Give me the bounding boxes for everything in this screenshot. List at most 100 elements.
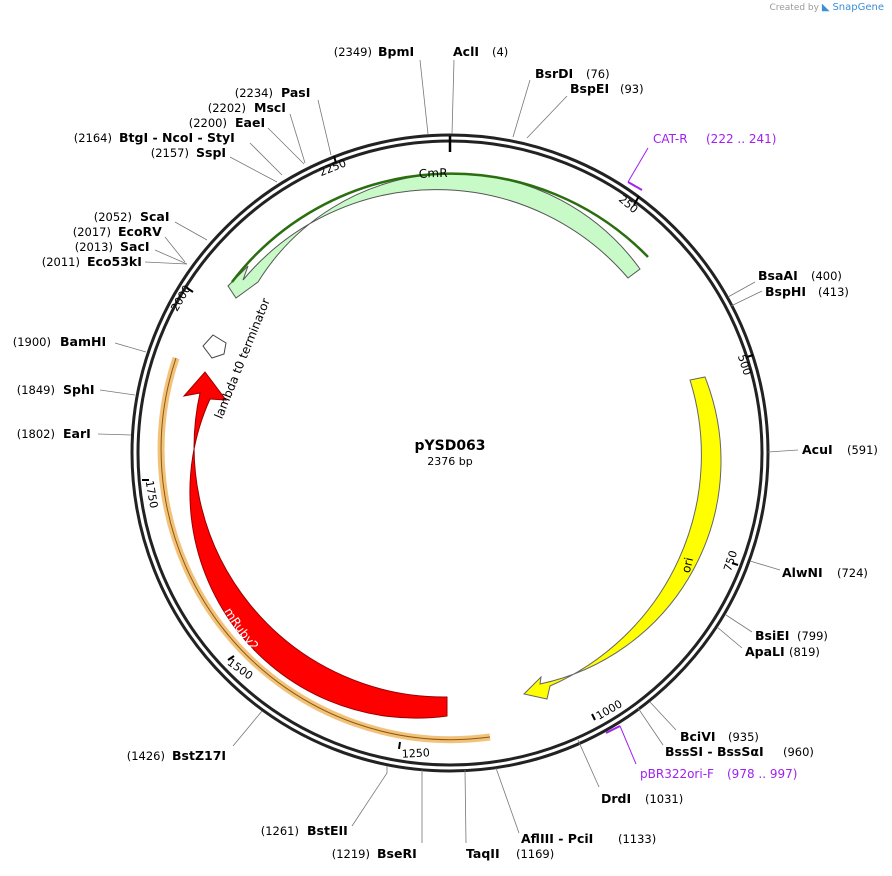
site-acli[interactable]: AclI (4) xyxy=(453,44,508,59)
site-position: (591) xyxy=(847,443,878,457)
site-position: (2349) xyxy=(334,45,372,59)
leader-acui xyxy=(767,449,799,453)
site-position: (1219) xyxy=(332,847,370,861)
leader-taqii xyxy=(464,769,467,844)
site-name: AlwNI xyxy=(782,565,823,580)
site-ecorv[interactable]: (2017) EcoRV xyxy=(73,224,162,239)
tick-label: 2250 xyxy=(317,156,348,179)
site-apali[interactable]: ApaLI (819) xyxy=(745,644,820,659)
tick-mark xyxy=(746,354,754,358)
site-position: (960) xyxy=(783,745,814,759)
tick-label: 1250 xyxy=(401,746,430,760)
leader-sphi xyxy=(99,389,136,396)
site-position: (2011) xyxy=(42,255,80,269)
site-msci[interactable]: (2202) MscI xyxy=(208,100,286,115)
site-position: (799) xyxy=(797,629,828,643)
leader-acli xyxy=(451,59,455,135)
leader-eari xyxy=(97,433,132,436)
site-scai[interactable]: (2052) ScaI xyxy=(94,209,170,224)
site-name: EcoRV xyxy=(118,224,162,239)
site-name: BssSI - BssSαI xyxy=(665,744,764,759)
snapgene-credit: Created by ◣ SnapGene xyxy=(769,2,884,13)
site-position: (2017) xyxy=(73,225,111,239)
site-eco53ki[interactable]: (2011) Eco53kI xyxy=(42,254,142,269)
site-name: SphI xyxy=(63,382,95,397)
site-bsteii[interactable]: (1261) BstEII xyxy=(261,823,348,838)
leader-eaei xyxy=(267,127,305,165)
site-sphi[interactable]: (1849) SphI xyxy=(17,382,95,397)
backbone xyxy=(130,133,770,773)
site-taqii[interactable]: TaqII (1169) xyxy=(466,846,554,861)
site-bseri[interactable]: (1219) BseRI xyxy=(332,846,417,861)
site-position: (935) xyxy=(728,730,759,744)
site-bsaai[interactable]: BsaAI (400) xyxy=(758,268,842,283)
site-position: (1031) xyxy=(645,792,683,806)
site-eaei[interactable]: (2200) EaeI xyxy=(189,115,265,130)
site-bsrdi[interactable]: BsrDI (76) xyxy=(535,66,610,81)
site-name: ScaI xyxy=(140,209,170,224)
site-position: (2200) xyxy=(189,116,227,130)
primer-range: (222 .. 241) xyxy=(706,132,776,146)
site-name: BspEI xyxy=(570,81,609,96)
site-drdi[interactable]: DrdI (1031) xyxy=(601,791,683,806)
lambda-arrow[interactable] xyxy=(202,334,227,359)
site-name: BsrDI xyxy=(535,66,573,81)
site-name: AflIII - PciI xyxy=(521,831,593,846)
site-bsphi[interactable]: BspHI (413) xyxy=(765,284,849,299)
site-position: (2013) xyxy=(75,240,113,254)
site-position: (819) xyxy=(789,645,820,659)
leader-scai xyxy=(174,221,208,241)
site-position: (76) xyxy=(586,67,610,81)
backbone-outer-ring xyxy=(130,133,770,773)
site-bcivi[interactable]: BciVI (935) xyxy=(680,729,759,744)
primer-cat-r[interactable]: CAT-R (222 .. 241) xyxy=(627,132,776,191)
site-bsiei[interactable]: BsiEI (799) xyxy=(755,628,828,643)
feature-cmr[interactable]: CmR xyxy=(227,166,649,299)
primer-name: pBR322ori-F xyxy=(640,767,714,781)
leader-bpmi xyxy=(419,59,429,135)
primer-range: (978 .. 997) xyxy=(727,767,797,781)
site-acui[interactable]: AcuI (591) xyxy=(802,442,878,457)
site-position: (2157) xyxy=(151,146,189,160)
feature-lambda-terminator[interactable]: lambda t0 terminator xyxy=(202,296,273,421)
site-afliii-pcii[interactable]: AflIII - PciI (1133) xyxy=(521,831,656,846)
site-eari[interactable]: (1802) EarI xyxy=(17,426,91,441)
tick-mark xyxy=(591,713,596,721)
site-btgi-ncoi-styi[interactable]: (2164) BtgI - NcoI - StyI xyxy=(74,130,235,145)
mruby2-arrow[interactable] xyxy=(182,371,448,719)
site-sspi[interactable]: (2157) SspI xyxy=(151,145,226,160)
leader-bsssi xyxy=(637,707,664,746)
lambda-label: lambda t0 terminator xyxy=(212,296,273,421)
site-bsssi-bsssai[interactable]: BssSI - BssSαI (960) xyxy=(665,744,814,759)
site-bamhi[interactable]: (1900) BamHI xyxy=(13,334,106,349)
site-name: BciVI xyxy=(680,729,716,744)
leader-ecorv xyxy=(164,236,186,263)
site-name: BpmI xyxy=(378,44,414,59)
primer-bar xyxy=(605,725,621,734)
tick-mark xyxy=(633,195,640,206)
site-position: (1900) xyxy=(13,335,51,349)
leader-bsrdi xyxy=(512,79,531,138)
site-bspei[interactable]: BspEI (93) xyxy=(570,81,644,96)
ori-arrow[interactable] xyxy=(522,376,722,700)
leader-saci xyxy=(154,249,188,265)
primer-pbr322ori-f[interactable]: pBR322ori-F (978 .. 997) xyxy=(605,725,797,781)
site-alwni[interactable]: AlwNI (724) xyxy=(782,565,868,580)
site-pasi[interactable]: (2234) PasI xyxy=(235,85,311,100)
site-bstz17i[interactable]: (1426) BstZ17I xyxy=(127,748,226,763)
feature-ori[interactable]: ori xyxy=(522,376,722,700)
site-position: (400) xyxy=(811,269,842,283)
site-position: (724) xyxy=(837,566,868,580)
feature-mruby2[interactable]: mRuby2 xyxy=(157,356,491,744)
site-bpmi[interactable]: (2349) BpmI xyxy=(334,44,414,59)
site-name: Eco53kI xyxy=(87,254,142,269)
mruby2-cds-line xyxy=(160,357,491,741)
site-position: (1426) xyxy=(127,749,165,763)
leader-afliii xyxy=(495,767,520,834)
cmr-arrow[interactable] xyxy=(227,172,641,299)
leader-bstz17i xyxy=(232,710,263,747)
site-name: BstZ17I xyxy=(172,748,226,763)
site-saci[interactable]: (2013) SacI xyxy=(75,239,150,254)
credit-brand: SnapGene xyxy=(832,2,884,13)
site-position: (2164) xyxy=(74,131,112,145)
